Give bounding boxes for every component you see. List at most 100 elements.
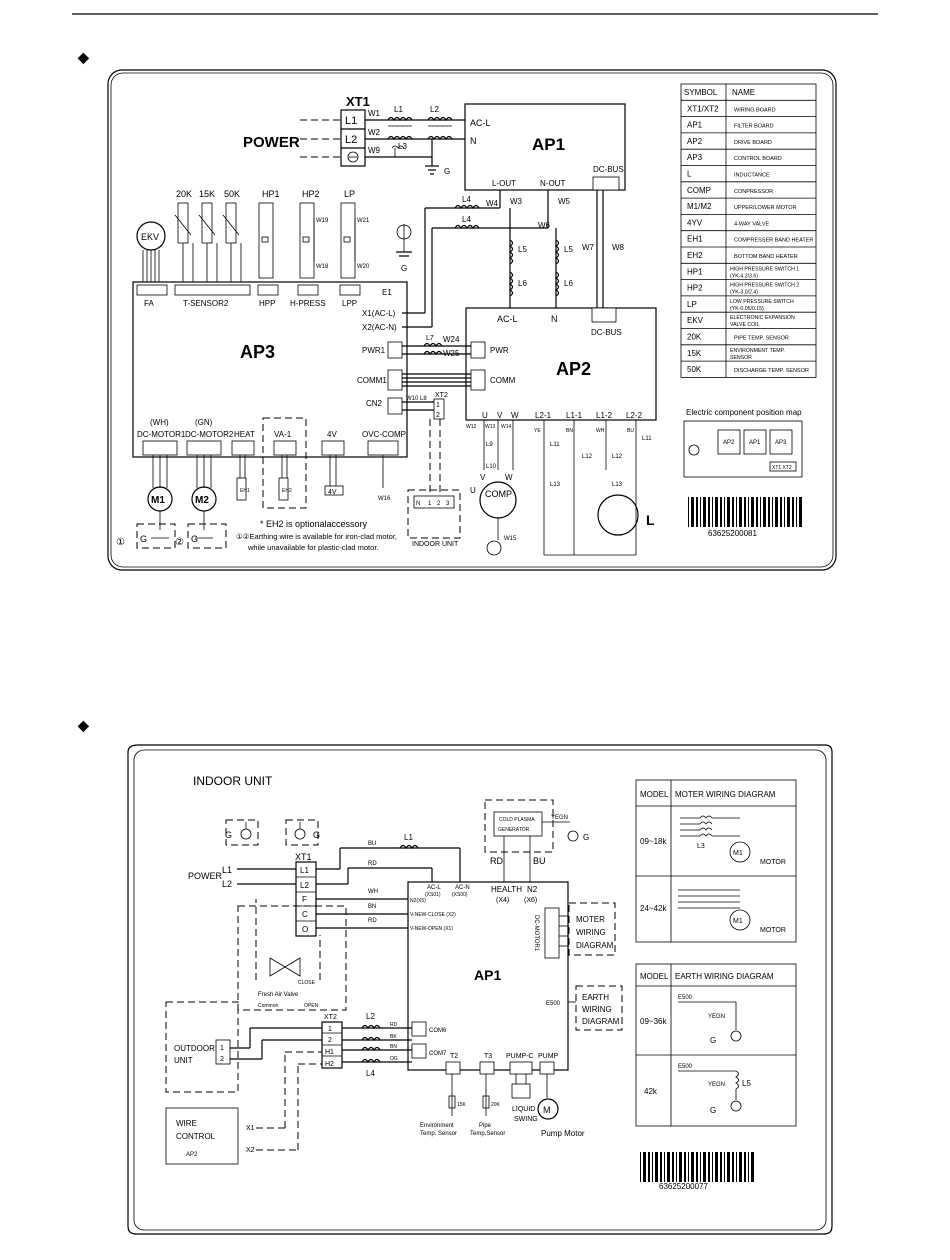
et-yegn-a: YEGN [708,1014,725,1020]
barcode-bar [775,497,778,527]
ap3-in-x1: X1(AC-L) [362,309,396,318]
liquid-label: LIQUID [512,1106,535,1113]
xt2-outdoor-block [433,398,445,420]
position-map-comp-icon [688,444,700,456]
et-e500-b: E500 [678,1064,693,1070]
symbol-table-name: HIGH PRESSURE SWITCH 1 [730,266,799,272]
bullet-2: ◆ [77,717,90,733]
ap1-dcmotor1: DC-MOTOR1 [533,915,539,952]
l13-text-b: L13 [612,482,623,488]
ap3-in-comm1: COMM1 [357,376,387,385]
symbol-table-name-cont: (YK-4.2/3.6) [730,273,758,279]
posmap-xt: XT1 XT2 [772,465,792,471]
pipe-sensor-l2: Temp.Sensor [470,1131,505,1137]
symbol-table-name: 4-WAY VALVE [734,221,769,227]
symbol-table-name: HIGH PRESSURE SWITCH 2 [730,283,799,289]
indoor-wire-bu: BU [368,841,376,847]
et-h2: EARTH WIRING DIAGRAM [675,972,774,981]
xt2-pin-1: 1 [436,402,440,409]
barcode-bar [700,497,701,527]
ap1-e500: E500 [546,1001,561,1007]
mt-motor-a: MOTOR [760,859,786,866]
outdoor-wiring-diagram: XT1 L1 L2 POWER W1 W2 W9 L1 L2 L3 [107,69,837,571]
indoor-frame-inner [133,749,827,1231]
mt-motor-b: MOTOR [760,927,786,934]
xt1-label: XT1 [346,94,370,109]
reactor-coil-icon [597,494,639,536]
ap1-health: HEALTH [491,885,522,894]
wire-w19: W19 [316,218,329,224]
barcode-bar [780,497,782,527]
ap2-pin-l21: L2-1 [535,411,552,420]
indoor-wire-yegn: YEGN [551,815,568,821]
barcode-bar [724,1152,725,1182]
barcode-bar [724,497,725,527]
symbol-table-symbol: EH2 [687,251,703,260]
wire-w13: W13 [485,424,496,430]
sensor-20k: 20K [176,189,192,199]
et-r1: 09~36k [640,1017,667,1026]
comp-ground-icon [486,540,502,556]
indoor-wire-wh: WH [368,889,378,895]
l2-text: L2 [430,105,439,114]
ap1-pin-n: N [470,136,477,146]
l7-text-a: L7 [426,335,434,342]
earth-wiring-box [575,985,623,1031]
moter-box-l2: WIRING [576,928,606,937]
earth-g-1: G [140,534,147,544]
barcode-bar [748,497,749,527]
wire-w15: W15 [504,536,517,542]
outdoor-power-label: POWER [243,134,300,151]
fourv-coil-text: 4V [328,489,337,496]
moter-box-l3: DIAGRAM [576,941,614,950]
wire-w5: W5 [558,197,571,206]
indoor-xt1-c: C [302,910,308,919]
cold-plasma-line2: GENERATOR [498,827,530,833]
symbol-table-symbol: EKV [687,316,704,325]
l10-text: L10 [486,464,497,470]
l11-text-a: L11 [550,442,560,448]
note-earthing-1: ①②Earthing wire is available for iron-cl… [236,532,397,541]
pump-motor-icon [537,1098,559,1120]
ap1-label: AP1 [532,135,565,154]
indoor-xt2-2: 2 [328,1037,332,1044]
barcode-bar [688,1152,689,1182]
indoor-xt2-h1: H1 [325,1049,334,1056]
wire-w9: W9 [368,146,381,155]
header-4v: 4V [327,430,337,439]
barcode-bar [715,1152,718,1182]
ap2-pin-w: W [511,411,519,420]
xt2-outdoor-label: XT2 [435,392,448,399]
ap1-vopen: V-NEW-OPEN (X1) [410,926,453,932]
ap3-in-cn2: CN2 [366,399,383,408]
ap1-x4: (X4) [496,897,509,904]
barcode-bar [691,497,694,527]
ap1-pin-dcbus: DC-BUS [593,165,624,174]
wire-w12: W12 [466,424,477,430]
wire-control-ap2: AP2 [186,1152,198,1158]
position-map-title: Electric component position map [686,408,802,417]
header-dcmotor1: DC-MOTOR1 [137,430,186,439]
moter-wiring-box [568,902,616,956]
barcode-bar [652,1152,653,1182]
wire-w16: W16 [378,496,391,502]
symbol-table-name: COMPRESSER BAND HEATER [734,238,813,244]
indoor-power-label: POWER [188,871,223,881]
posmap-ap3: AP3 [775,440,787,446]
barcode-bar [715,497,718,527]
comp-u: U [470,486,476,495]
inductor-l4-icon [454,204,480,210]
compressor-section: W12 W13 W14 L9 L10 COMP U V W W15 [466,420,517,556]
ap1-acl: AC-L [427,885,441,891]
mt-motor-icon-2 [729,909,751,931]
liquid-swing-icon [511,1083,531,1099]
thermistor-t3-icon [482,1095,490,1109]
wire-w4: W4 [486,199,499,208]
ap1-pin-nout: N-OUT [540,179,565,188]
barcode-outdoor [688,497,802,527]
symbol-table-symbol: M1/M2 [687,202,712,211]
xt2-wire-rd: RD [390,1022,398,1028]
fa-close: CLOSE [298,980,316,986]
barcode-bar [672,1152,674,1182]
barcode-bar [787,497,790,527]
